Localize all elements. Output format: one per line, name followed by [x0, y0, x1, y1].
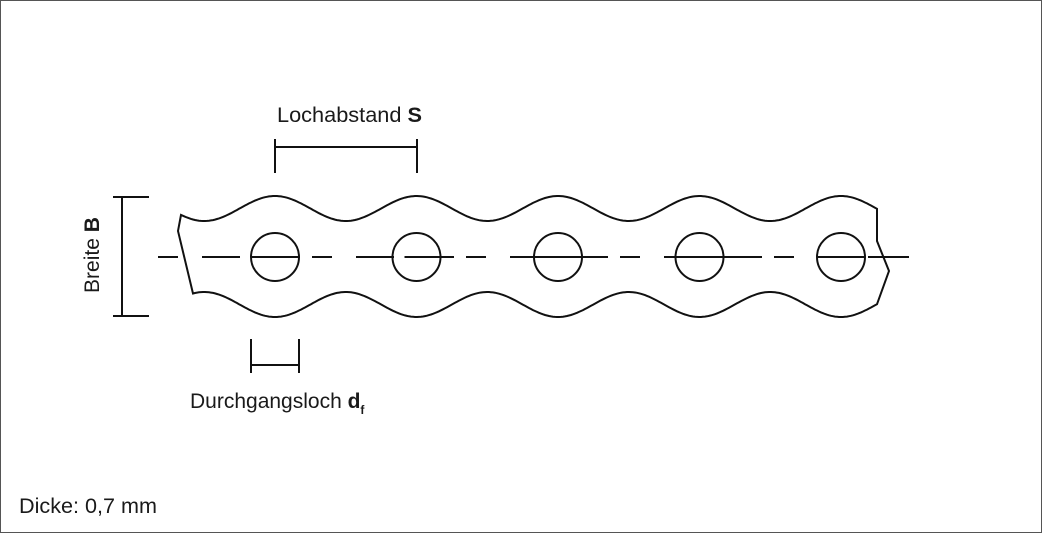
- thickness-label: Dicke: 0,7 mm: [19, 495, 157, 518]
- hole-label: Durchgangsloch df: [190, 390, 365, 417]
- strip-outline: [176, 195, 891, 318]
- spacing-dimension: [274, 139, 418, 173]
- spacing-label: Lochabstand S: [277, 104, 422, 127]
- hole-diameter-dimension: [250, 339, 300, 373]
- width-label: Breite B: [81, 217, 104, 293]
- holes: [250, 232, 866, 282]
- width-dimension: [113, 196, 149, 317]
